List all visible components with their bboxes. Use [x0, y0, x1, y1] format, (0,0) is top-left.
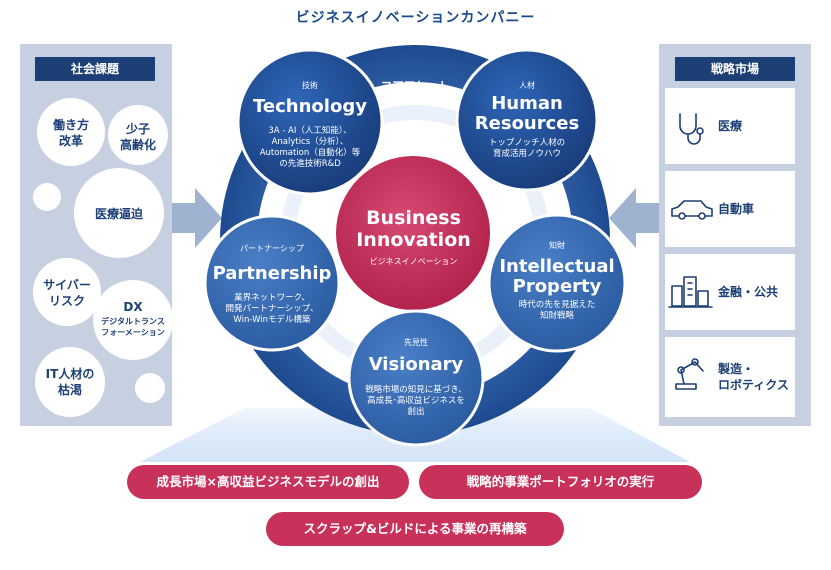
- core-asset-label: コアアセット: [380, 79, 450, 93]
- technology-desc: 3A - AI（人工知能）、 Analytics（分析）、 Automation…: [259, 126, 361, 169]
- center-subtitle: ビジネスイノベーション: [369, 257, 458, 266]
- intellectual-property-node: [487, 213, 627, 353]
- social-bubbles: [33, 98, 173, 417]
- visionary-small-label: 先見性: [404, 338, 428, 347]
- bubble-label-cyber: サイバー リスク: [43, 278, 91, 308]
- outcome-pill-1: 成長市場×高収益ビジネスモデルの創出: [127, 465, 409, 499]
- bubble-small-2: [135, 373, 165, 403]
- technology-title: Technology: [253, 96, 367, 117]
- technology-node: [236, 48, 384, 196]
- human-desc: トップノッチ人材の 育成活用ノウハウ: [488, 138, 566, 159]
- right-arrow-icon: [609, 188, 659, 248]
- bubble-label-aging: 少子 高齢化: [119, 122, 156, 152]
- social-issues-heading: 社会課題: [35, 57, 155, 81]
- human-title: Human Resources: [474, 93, 580, 134]
- bubble-small-1: [33, 183, 61, 211]
- market-label-automotive: 自動車: [718, 202, 755, 216]
- visionary-desc: 戦略市場の知見に基づき、 高成長･高収益ビジネスを 創出: [365, 385, 467, 417]
- center-title: Business Innovation: [356, 207, 471, 251]
- market-label-medical: 医療: [718, 119, 743, 133]
- market-automotive: 自動車: [665, 171, 795, 247]
- bubble-6: [35, 347, 105, 417]
- intellectual-small-label: 知財: [549, 241, 565, 250]
- market-finance: 金融・公共: [665, 254, 795, 330]
- bubble-3: [74, 168, 164, 258]
- partnership-desc: 業界ネットワーク、 開発パートナーシップ、 Win-Winモデル構築: [225, 293, 319, 325]
- market-label-manufacturing: 製造・ ロボティクス: [718, 362, 789, 392]
- technology-small-label: 技術: [302, 81, 318, 90]
- market-label-finance: 金融・公共: [718, 285, 779, 299]
- intellectual-desc: 時代の先を見据えた 知財戦略: [518, 300, 596, 321]
- bubble-label-dx-sub: デジタルトランス フォーメーション: [101, 317, 165, 337]
- page-title: ビジネスイノベーションカンパニー: [295, 10, 536, 26]
- visionary-title: Visionary: [368, 354, 464, 375]
- intellectual-title: Intellectual Property: [499, 256, 615, 297]
- left-arrow-icon: [172, 188, 222, 248]
- bubble-5: [93, 280, 173, 360]
- human-resources-node: [455, 48, 599, 192]
- partnership-node: [203, 214, 341, 352]
- bubble-4: [33, 258, 101, 326]
- bubble-label-it-talent: IT人材の 枯渇: [45, 367, 95, 397]
- bubble-label-work-style: 働き方 改革: [52, 118, 89, 148]
- business-innovation-circle: [336, 156, 490, 310]
- bubble-2: [108, 105, 168, 165]
- visionary-node: [347, 309, 485, 447]
- bubble-1: [37, 98, 105, 166]
- bubble-label-dx: DX: [123, 300, 143, 314]
- outcome-pill-2: 戦略的事業ポートフォリオの実行: [419, 465, 702, 499]
- strategic-markets-heading: 戦略市場: [675, 57, 795, 81]
- bubble-label-medical: 医療逼迫: [94, 207, 143, 221]
- market-medical: 医療: [665, 88, 795, 164]
- outcome-pill-3: スクラップ&ビルドによる事業の再構築: [266, 512, 564, 546]
- partnership-title: Partnership: [212, 263, 332, 284]
- partnership-small-label: パートナーシップ: [240, 244, 304, 253]
- market-manufacturing: 製造・ ロボティクス: [665, 337, 795, 417]
- human-small-label: 人材: [519, 81, 535, 90]
